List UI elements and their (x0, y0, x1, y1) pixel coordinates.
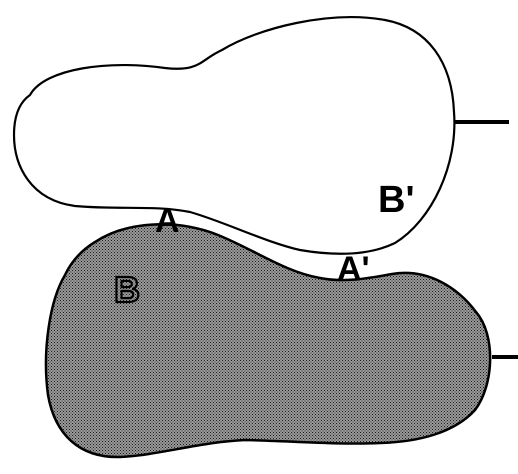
label-b: B (114, 269, 140, 310)
label-a: A (155, 202, 180, 240)
label-b-prime: B' (378, 179, 414, 221)
lower-lobed-shape (46, 224, 490, 457)
label-a-prime: A' (337, 250, 370, 288)
